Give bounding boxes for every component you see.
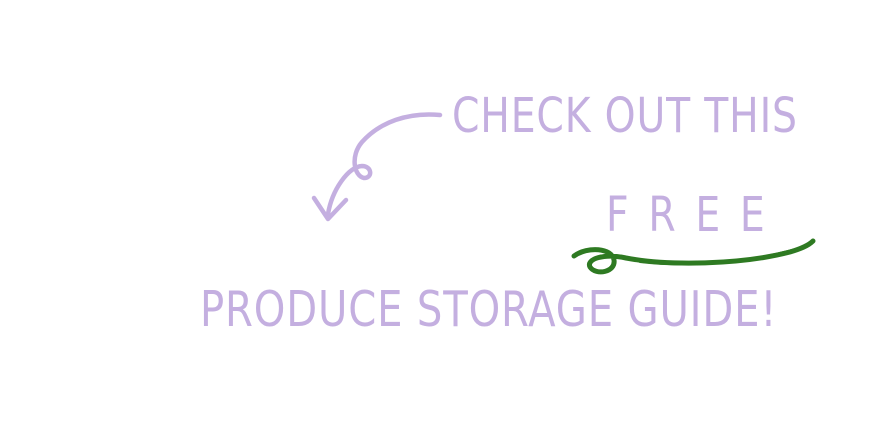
curly-down-arrow-icon xyxy=(311,112,443,222)
headline-check-out-this: CHECK OUT THIS xyxy=(452,88,798,144)
headline-free: FREE xyxy=(606,187,785,243)
loop-underline-icon xyxy=(571,238,816,275)
headline-produce-storage-guide: PRODUCE STORAGE GUIDE! xyxy=(200,281,778,338)
